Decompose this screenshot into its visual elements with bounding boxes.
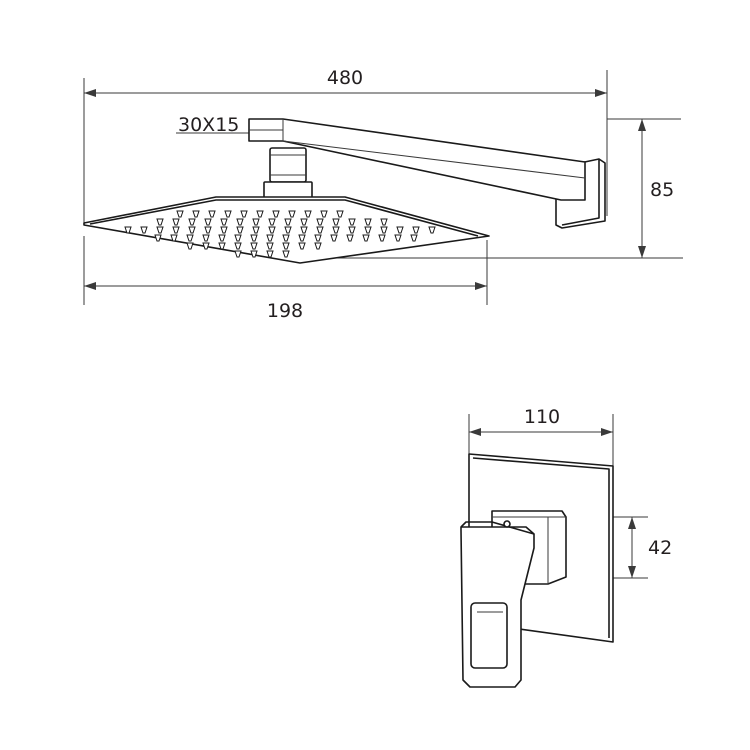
shower-arm <box>248 118 586 201</box>
nozzle <box>320 210 328 218</box>
nozzle <box>364 218 372 226</box>
nozzle <box>410 234 418 242</box>
mixer-lever-handle[interactable] <box>460 520 535 688</box>
dimension-label-42: 42 <box>648 537 672 559</box>
nozzle <box>204 226 212 234</box>
nozzle <box>298 234 306 242</box>
nozzle <box>380 226 388 234</box>
nozzle <box>336 210 344 218</box>
mixer-valve-assembly: 110 42 <box>460 406 672 688</box>
nozzle <box>330 234 338 242</box>
nozzle <box>288 210 296 218</box>
lever-handle-opening <box>470 602 508 669</box>
nozzle <box>332 226 340 234</box>
nozzle <box>304 210 312 218</box>
nozzle <box>378 234 386 242</box>
dimension-label-198: 198 <box>267 300 303 322</box>
nozzle <box>172 226 180 234</box>
nozzle <box>268 218 276 226</box>
nozzle <box>202 242 210 250</box>
nozzle <box>282 250 290 258</box>
nozzle <box>220 218 228 226</box>
nozzle <box>192 210 200 218</box>
nozzle <box>332 218 340 226</box>
dimension-label-85: 85 <box>650 179 674 201</box>
dimension-label-110: 110 <box>524 406 560 428</box>
nozzle <box>234 234 242 242</box>
nozzle <box>236 218 244 226</box>
nozzle <box>156 226 164 234</box>
nozzle-array <box>124 210 436 258</box>
nozzle <box>266 250 274 258</box>
nozzle <box>346 234 354 242</box>
nozzle <box>380 218 388 226</box>
nozzle <box>412 226 420 234</box>
nozzle <box>176 210 184 218</box>
dimension-85: 85 <box>638 119 674 258</box>
nozzle <box>268 226 276 234</box>
nozzle <box>186 242 194 250</box>
nozzle <box>250 234 258 242</box>
temperature-indicator-dot <box>503 520 511 528</box>
dimension-label-480: 480 <box>327 67 363 89</box>
nozzle <box>300 226 308 234</box>
nozzle <box>314 242 322 250</box>
nozzle <box>394 234 402 242</box>
dimension-198: 198 <box>84 282 487 322</box>
nozzle <box>282 234 290 242</box>
nozzle <box>188 218 196 226</box>
dimension-label-30x15: 30X15 <box>178 114 239 136</box>
nozzle <box>172 218 180 226</box>
dimension-480: 480 <box>84 67 607 97</box>
swivel-connector <box>263 147 313 199</box>
nozzle <box>140 226 148 234</box>
nozzle <box>218 234 226 242</box>
nozzle <box>240 210 248 218</box>
nozzle <box>186 234 194 242</box>
nozzle <box>234 242 242 250</box>
nozzle <box>300 218 308 226</box>
nozzle <box>348 218 356 226</box>
nozzle <box>220 226 228 234</box>
nozzle <box>316 218 324 226</box>
nozzle <box>266 242 274 250</box>
nozzle <box>170 234 178 242</box>
nozzle <box>266 234 274 242</box>
nozzle <box>250 250 258 258</box>
nozzle <box>202 234 210 242</box>
nozzle <box>272 210 280 218</box>
nozzle <box>362 234 370 242</box>
shower-head-assembly: 480 85 30X15 198 <box>83 67 683 322</box>
nozzle <box>282 242 290 250</box>
nozzle <box>236 226 244 234</box>
nozzle <box>428 226 436 234</box>
nozzle <box>396 226 404 234</box>
nozzle <box>204 218 212 226</box>
dimension-110: 110 <box>469 406 613 436</box>
nozzle <box>364 226 372 234</box>
dimension-42: 42 <box>628 517 672 578</box>
nozzle <box>156 218 164 226</box>
nozzle <box>154 234 162 242</box>
nozzle <box>284 226 292 234</box>
nozzle <box>284 218 292 226</box>
nozzle <box>298 242 306 250</box>
nozzle <box>316 226 324 234</box>
nozzle <box>252 218 260 226</box>
nozzle <box>250 242 258 250</box>
nozzle <box>252 226 260 234</box>
nozzle <box>314 234 322 242</box>
nozzle <box>256 210 264 218</box>
nozzle <box>224 210 232 218</box>
nozzle <box>208 210 216 218</box>
nozzle <box>124 226 132 234</box>
nozzle <box>218 242 226 250</box>
nozzle <box>348 226 356 234</box>
nozzle <box>188 226 196 234</box>
nozzle <box>234 250 242 258</box>
